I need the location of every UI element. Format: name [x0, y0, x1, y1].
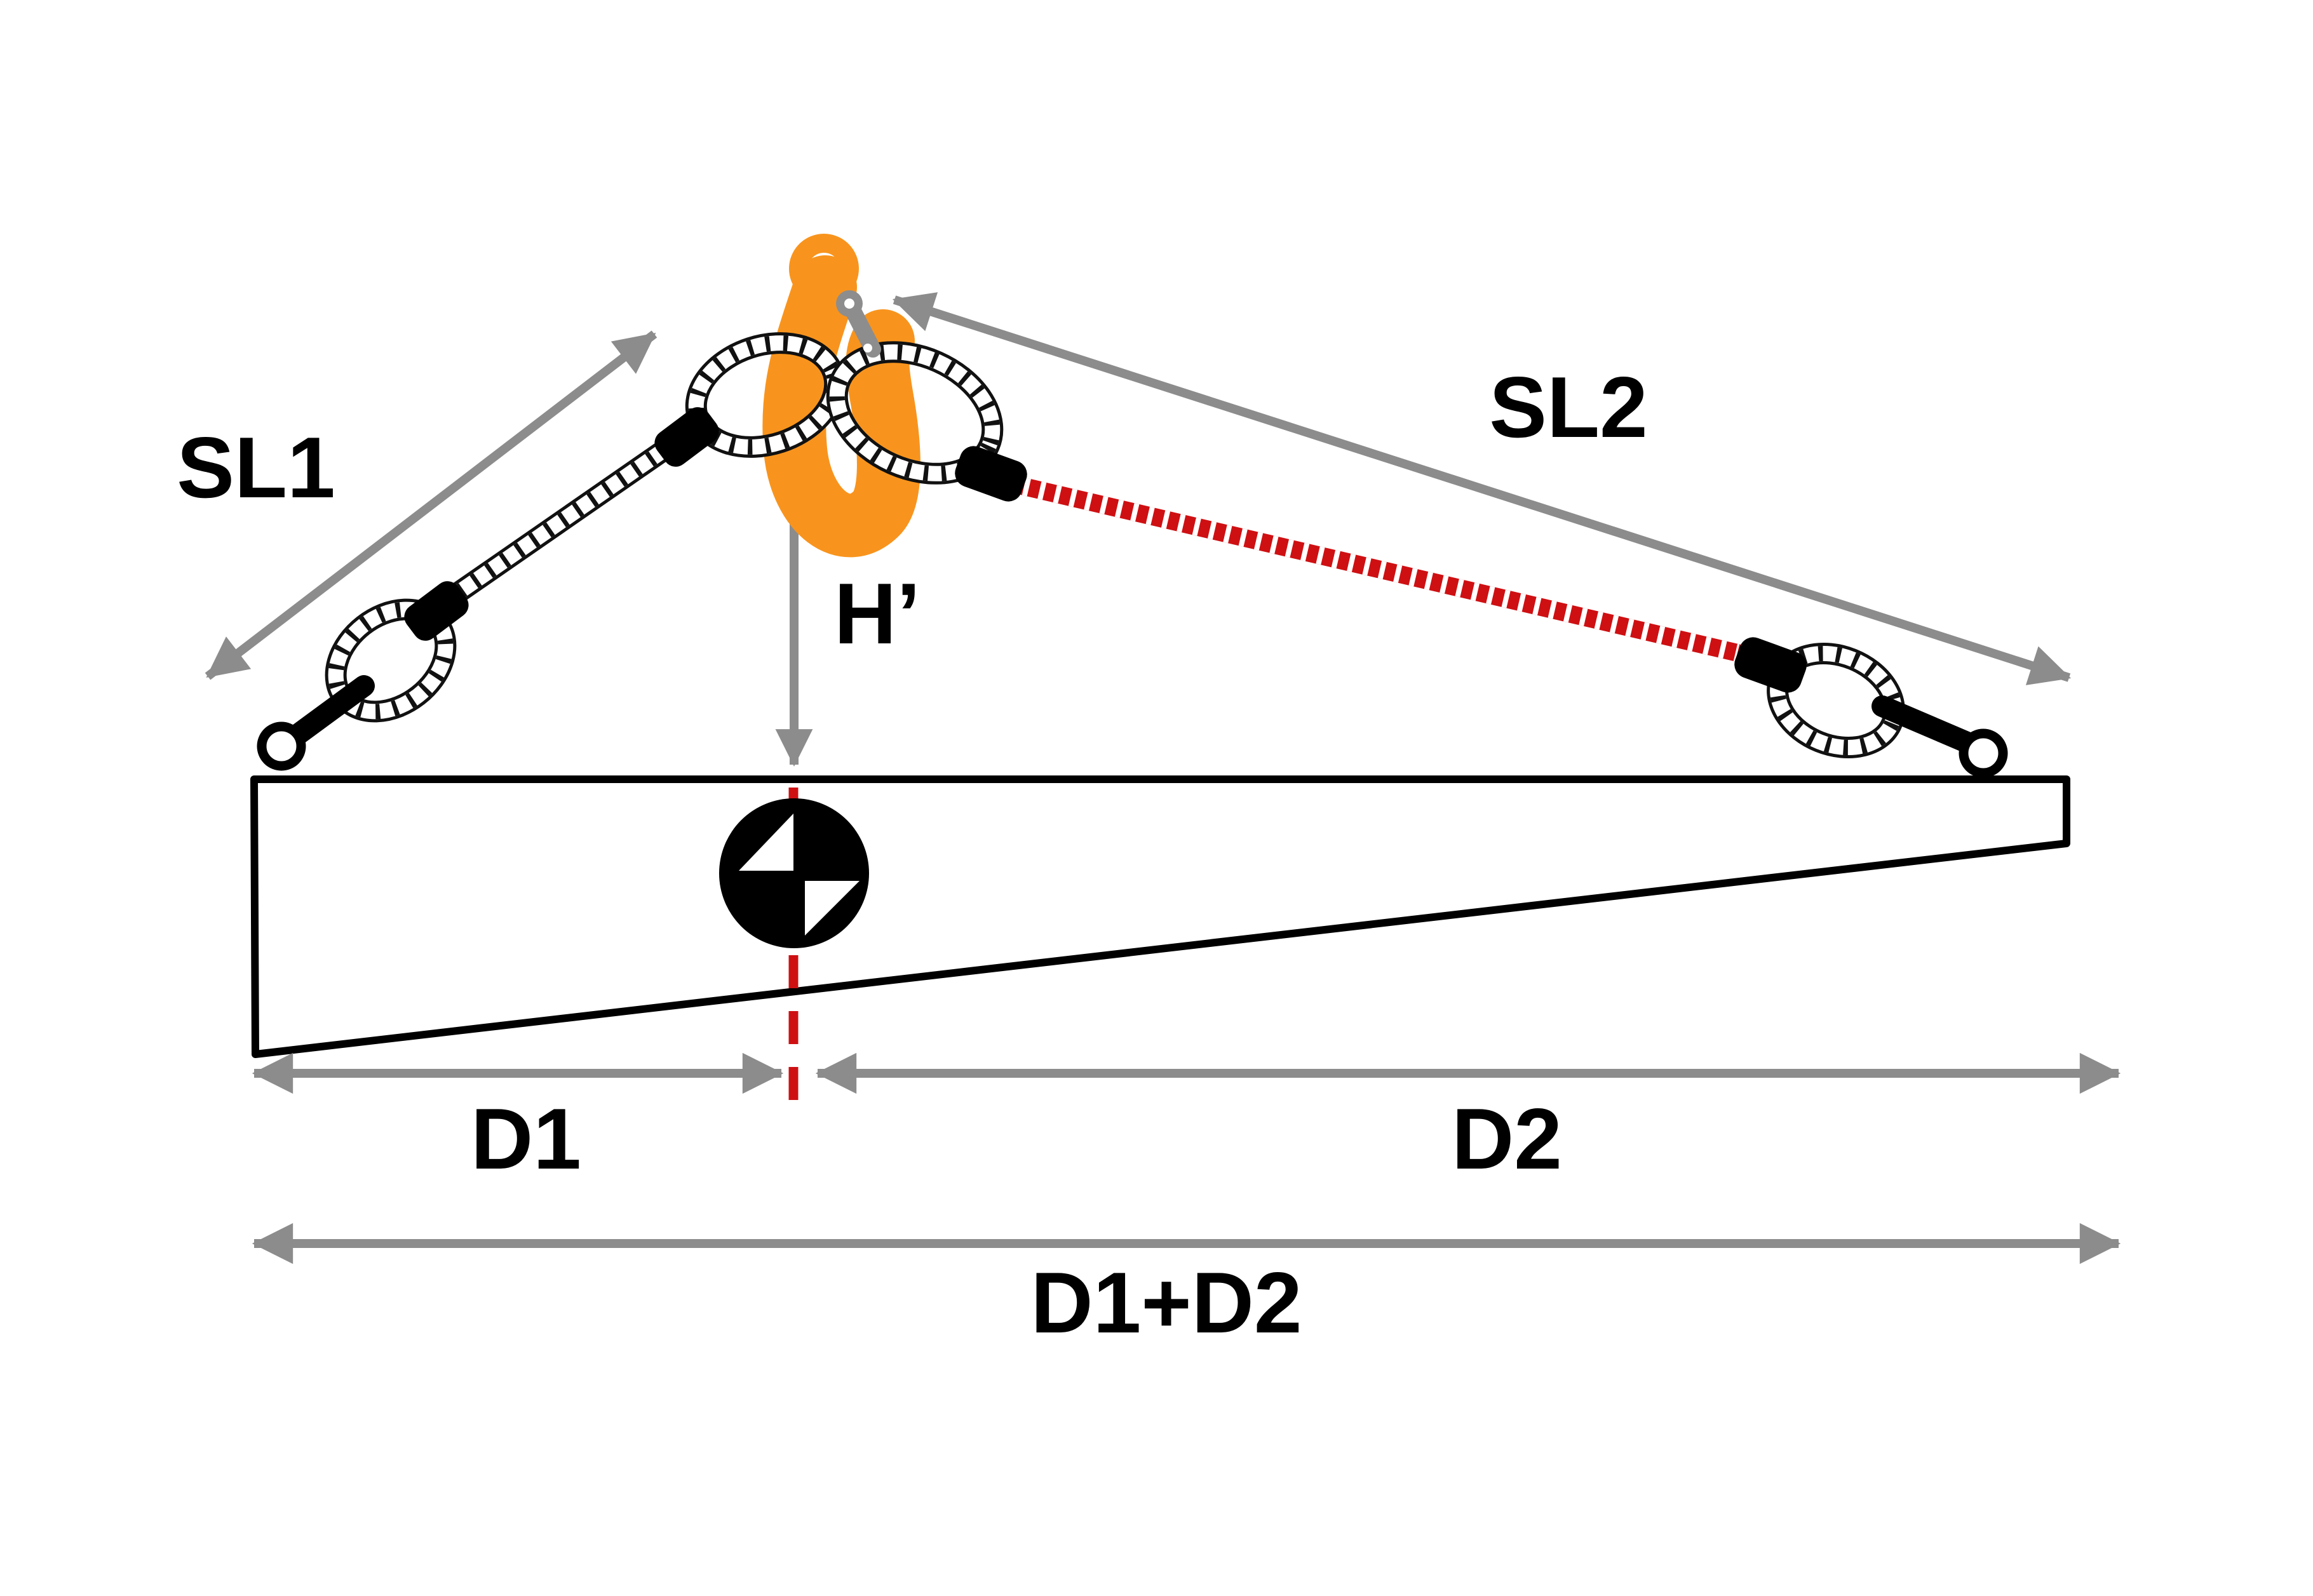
hook-icon	[762, 234, 920, 558]
dimension-h-prime: H’	[775, 415, 920, 767]
dimension-d1-plus-d2: D1+D2	[252, 1223, 2121, 1351]
sl2-label: SL2	[1489, 359, 1647, 455]
d1-plus-d2-label: D1+D2	[1030, 1254, 1302, 1351]
dimension-sl1: SL1	[177, 330, 657, 680]
right-eyebolt-icon	[1871, 695, 2008, 778]
dimension-d2: D2	[815, 1052, 2121, 1187]
ferrule	[1734, 637, 1807, 693]
ferrule	[955, 446, 1027, 502]
d2-label: D2	[1452, 1090, 1562, 1187]
center-of-gravity-icon	[719, 798, 869, 948]
ferrule	[404, 581, 469, 641]
h-prime-label: H’	[834, 565, 920, 662]
sling-right	[818, 329, 1908, 765]
d1-label: D1	[471, 1090, 581, 1187]
safety-latch-icon	[836, 290, 881, 358]
left-eyebolt-icon	[257, 675, 375, 771]
load-shape	[250, 775, 2070, 1058]
sl1-label: SL1	[177, 419, 335, 516]
dimension-sl2: SL2	[892, 292, 2072, 685]
sling-left	[316, 326, 849, 732]
dimension-d1: D1	[252, 1052, 784, 1187]
ferrule	[654, 407, 719, 467]
